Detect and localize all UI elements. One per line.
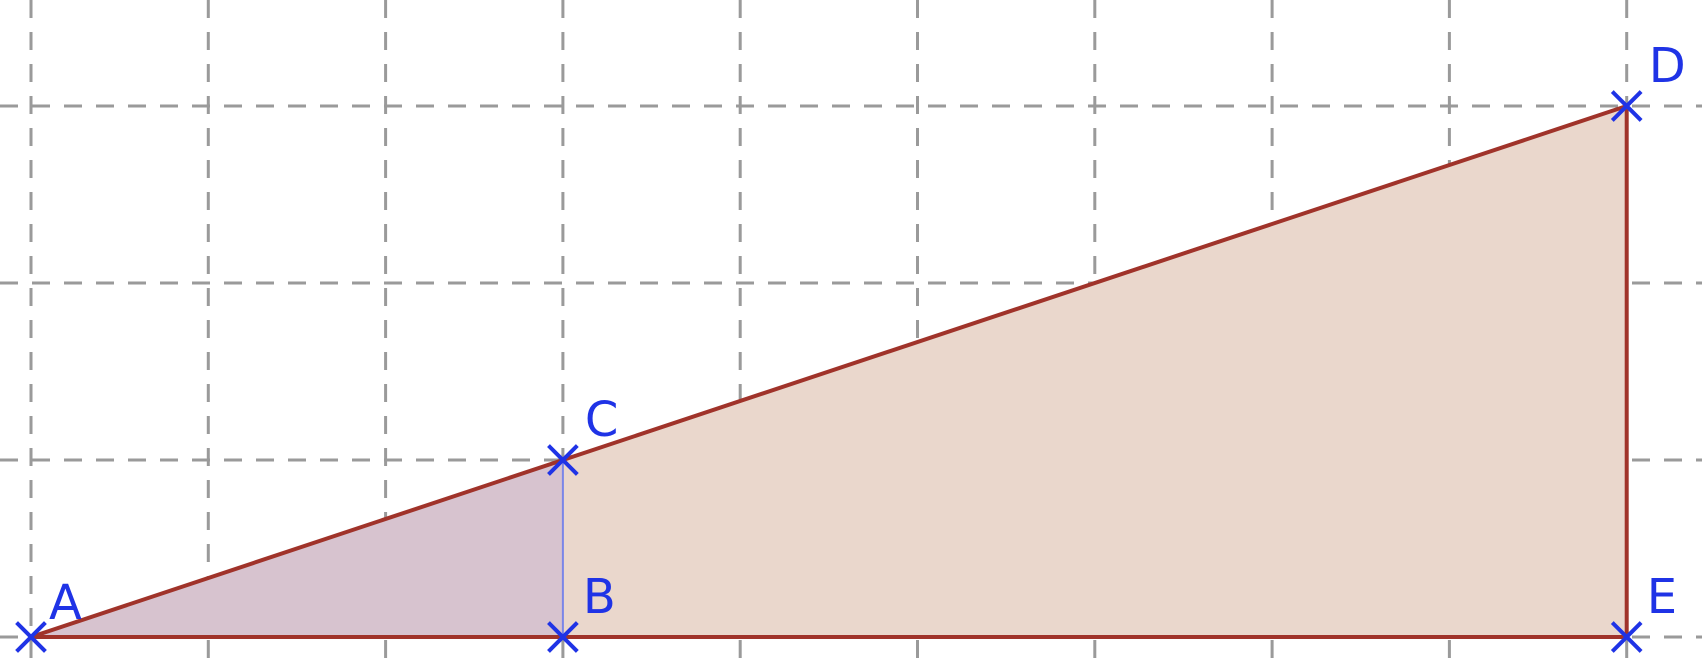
point-a-marker — [15, 621, 47, 653]
points — [15, 90, 1643, 653]
segments — [30, 104, 1629, 639]
point-label-c: C — [585, 392, 619, 448]
point-d-marker — [1610, 90, 1643, 122]
point-label-e: E — [1647, 569, 1677, 625]
point-label-d: D — [1649, 38, 1686, 94]
segment-ad — [30, 104, 1628, 639]
point-labels: A B C D E — [49, 38, 1686, 631]
point-e-marker — [1610, 621, 1643, 653]
point-label-b: B — [583, 569, 616, 625]
point-label-a: A — [49, 575, 82, 631]
point-c-marker — [547, 444, 579, 476]
point-b-marker — [547, 621, 579, 653]
